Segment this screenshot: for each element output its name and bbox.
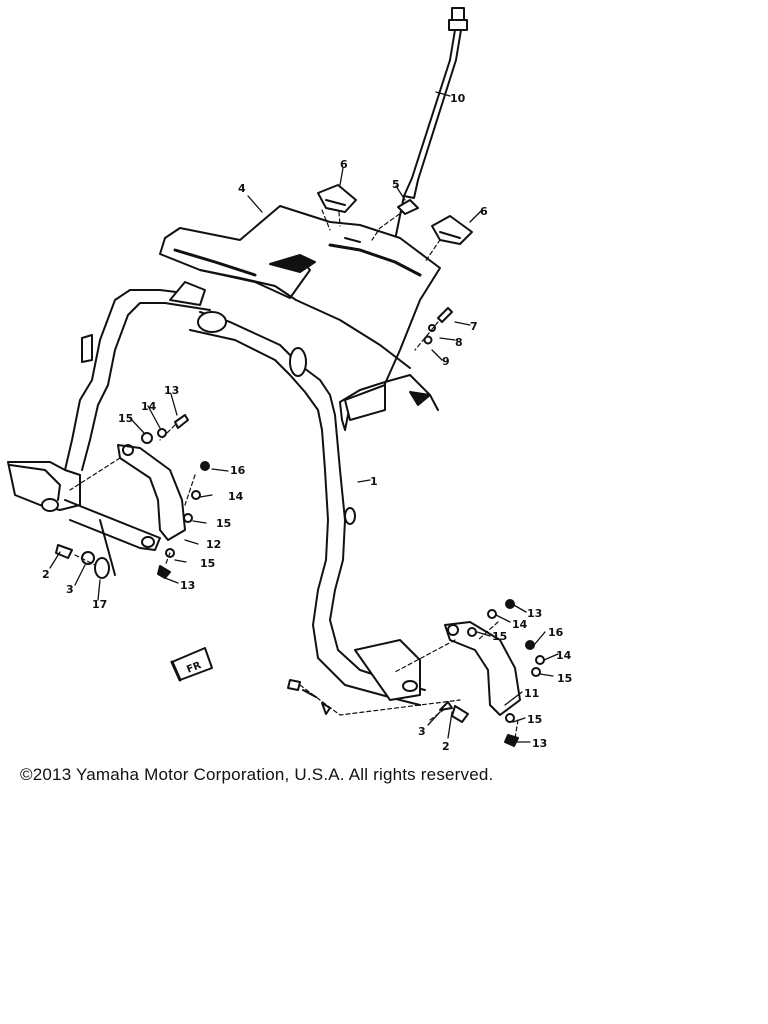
callout-label-16: 16 [548,626,564,639]
callout-label-16: 16 [230,464,246,477]
handle-frame [64,281,426,706]
right-fasteners [287,599,545,747]
callout-label-14: 14 [512,618,528,631]
callout-label-13: 13 [180,579,195,592]
left-fasteners [55,414,210,579]
callout-label-3: 3 [66,583,74,596]
callout-label-15: 15 [118,412,133,425]
rubber-pads [317,184,473,245]
callout-lines [49,91,559,743]
callout-label-4: 4 [238,182,246,195]
callout-label-14: 14 [228,490,244,503]
callout-label-5: 5 [392,178,400,191]
callout-label-8: 8 [455,336,463,349]
dash-panel [159,205,441,431]
callout-label-2: 2 [42,568,50,581]
callout-label-12: 12 [206,538,221,551]
callout-label-14: 14 [556,649,572,662]
callout-labels: 1 2 2 3 3 4 5 6 6 7 8 9 10 11 12 13 13 1… [42,92,572,753]
callout-label-6: 6 [480,205,488,218]
callout-label-13: 13 [527,607,542,620]
right-mount-bracket [444,621,521,716]
callout-label-11: 11 [524,687,539,700]
callout-label-15: 15 [492,630,507,643]
copyright-notice: ©2013 Yamaha Motor Corporation, U.S.A. A… [20,765,494,784]
callout-label-2: 2 [442,740,450,753]
callout-label-9: 9 [442,355,450,368]
callout-label-7: 7 [470,320,478,333]
callout-label-15: 15 [200,557,215,570]
front-marker-text: FR [185,660,203,676]
callout-label-1: 1 [370,475,378,488]
parts-exploded-diagram: 1 2 2 3 3 4 5 6 6 7 8 9 10 11 12 13 13 1… [7,7,572,753]
callout-label-15: 15 [557,672,572,685]
callout-label-10: 10 [450,92,466,105]
callout-label-15: 15 [527,713,542,726]
callout-label-13: 13 [164,384,179,397]
callout-label-14: 14 [141,400,157,413]
callout-label-13: 13 [532,737,547,750]
callout-label-17: 17 [92,598,107,611]
callout-label-6: 6 [340,158,348,171]
callout-label-15: 15 [216,517,231,530]
front-direction-marker [170,647,213,682]
screw-washers [423,307,453,345]
callout-label-3: 3 [418,725,426,738]
left-mount-bracket [7,444,186,576]
leader-lines [69,197,519,739]
